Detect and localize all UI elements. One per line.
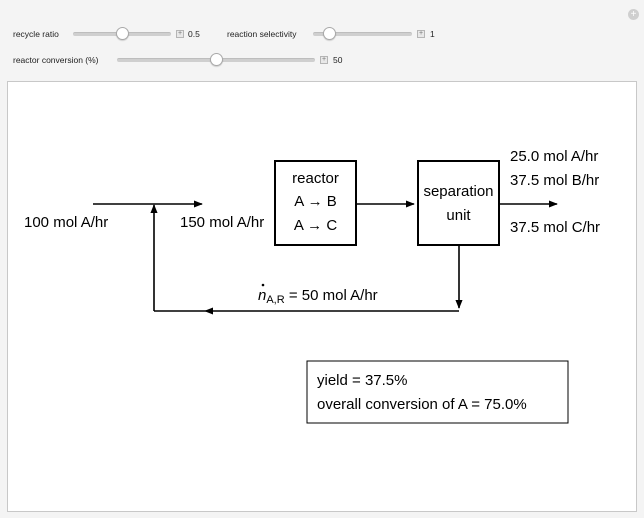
reactor-conversion-expand-icon[interactable]: +	[320, 56, 328, 64]
reactor-title: reactor	[292, 170, 339, 187]
process-diagram: reactor A → B A → C separation unit 100 …	[7, 81, 637, 512]
reaction-selectivity-expand-icon[interactable]: +	[417, 30, 425, 38]
reaction-selectivity-value: 1	[430, 29, 435, 39]
recycle-value: = 50 mol A/hr	[285, 287, 378, 304]
recycle-ratio-value: 0.5	[188, 29, 200, 39]
reaction-1: A → B	[294, 193, 337, 210]
output-a-label: 25.0 mol A/hr	[510, 148, 598, 165]
results-box	[306, 360, 569, 424]
recycle-ratio-slider-thumb[interactable]	[116, 27, 129, 40]
reaction-2: A → C	[294, 217, 338, 234]
recycle-ratio-expand-icon[interactable]: +	[176, 30, 184, 38]
reactor-conversion-value: 50	[333, 55, 343, 65]
reactor-conversion-slider-thumb[interactable]	[210, 53, 223, 66]
reaction-selectivity-slider-thumb[interactable]	[323, 27, 336, 40]
recycle-symbol-dot	[261, 283, 265, 287]
recycle-flow-label: nA,R = 50 mol A/hr	[258, 287, 378, 306]
reactor-conversion-label: reactor conversion (%)	[13, 55, 99, 65]
feed-label: 100 mol A/hr	[24, 214, 108, 231]
output-b-label: 37.5 mol B/hr	[510, 172, 599, 189]
separation-label-line2: unit	[446, 207, 471, 224]
reactor-inlet-label: 150 mol A/hr	[180, 214, 264, 231]
reaction-selectivity-slider[interactable]	[313, 32, 412, 36]
yield-text: yield = 37.5%	[317, 372, 407, 389]
output-c-label: 37.5 mol C/hr	[510, 219, 600, 236]
process-diagram-svg: reactor A → B A → C separation unit 100 …	[24, 148, 600, 424]
reset-icon[interactable]: +	[628, 9, 639, 20]
separation-label-line1: separation	[423, 183, 493, 200]
reactor-box	[274, 160, 357, 246]
recycle-subscript: A,R	[266, 294, 284, 306]
overall-conversion-text: overall conversion of A = 75.0%	[317, 396, 527, 413]
recycle-ratio-label: recycle ratio	[13, 29, 59, 39]
reaction-selectivity-label: reaction selectivity	[227, 29, 297, 39]
recycle-symbol: n	[258, 287, 266, 304]
separation-unit-box	[417, 160, 500, 246]
